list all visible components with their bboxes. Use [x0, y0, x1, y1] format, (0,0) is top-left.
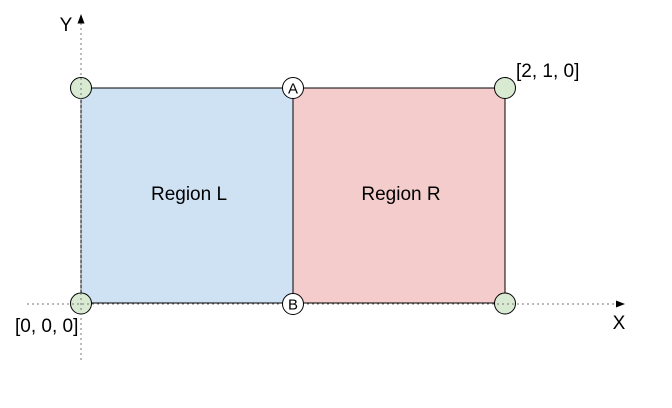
origin-coordinate-label: [0, 0, 0]	[15, 316, 78, 337]
region-left-rect	[80, 87, 294, 304]
node-b-label: B	[288, 296, 298, 313]
node-a-circle	[282, 77, 304, 99]
vertex-top-right	[494, 77, 516, 99]
x-axis-arrowhead-icon	[616, 300, 625, 308]
region-left-label: Region L	[151, 184, 227, 205]
y-axis-label: Y	[60, 15, 73, 36]
node-b-circle	[282, 293, 304, 315]
vertex-bottom-right	[494, 292, 516, 315]
region-right-rect	[292, 87, 506, 304]
x-axis-label: X	[613, 313, 626, 334]
node-a-label: A	[288, 80, 298, 97]
region-right-label: Region R	[361, 184, 440, 205]
far-corner-coordinate-label: [2, 1, 0]	[516, 61, 579, 82]
y-axis-arrowhead-icon	[77, 14, 85, 24]
